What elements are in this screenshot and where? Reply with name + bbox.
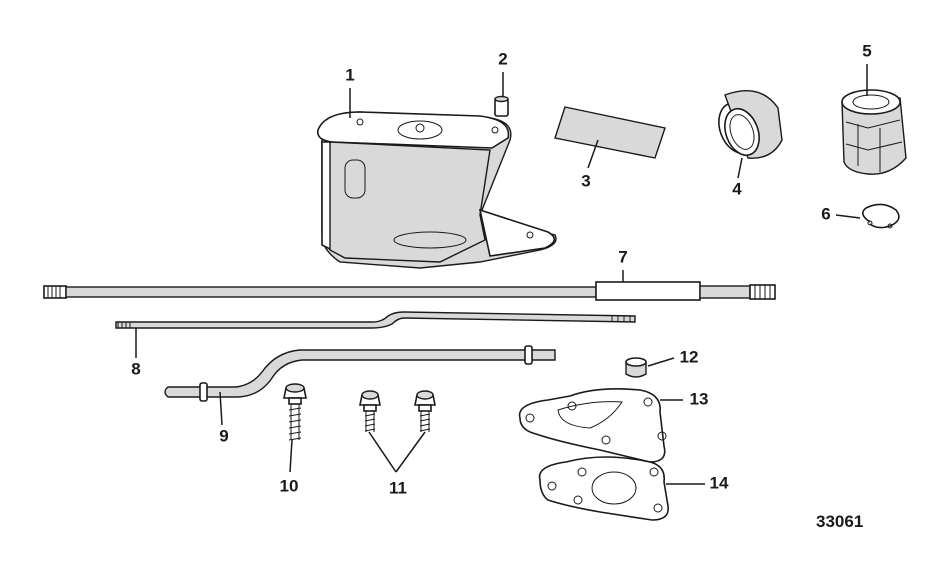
part-1-housing [316, 111, 557, 269]
part-3-pad [554, 106, 666, 159]
callout-2: 2 [498, 49, 507, 68]
leader-6 [835, 214, 861, 219]
callout-3: 3 [581, 171, 590, 190]
callout-4: 4 [732, 179, 742, 198]
callout-11: 11 [389, 478, 407, 497]
callout-10: 10 [280, 476, 299, 495]
part-12-grommet [625, 357, 647, 378]
callout-12: 12 [680, 347, 699, 366]
leader-11a [368, 431, 397, 473]
part-11-screws [359, 390, 436, 432]
part-2-dowel-pin [494, 95, 509, 117]
callout-1: 1 [345, 65, 354, 84]
part-8-shift-rod [115, 311, 636, 329]
callout-5: 5 [862, 41, 871, 60]
leader-4 [737, 157, 743, 179]
part-9-shift-rod-lower [164, 345, 556, 402]
part-7-drive-shaft [43, 281, 776, 301]
leader-11b [395, 431, 426, 473]
callout-6: 6 [821, 204, 830, 223]
leader-12 [647, 357, 675, 367]
part-13-gasket [518, 388, 667, 463]
part-10-screw [283, 383, 307, 441]
part-6-retaining-ring [862, 203, 900, 229]
leader-3 [587, 139, 599, 169]
callout-labels: 1 2 3 4 5 6 7 8 9 10 11 12 13 14 [131, 41, 871, 497]
part-4-bushing [718, 89, 783, 159]
leader-9 [219, 391, 223, 426]
callout-8: 8 [131, 359, 140, 378]
figure-number: 33061 [816, 512, 863, 531]
part-14-gasket [538, 456, 669, 521]
callout-13: 13 [690, 389, 709, 408]
part-5-coupler [841, 89, 907, 175]
callout-9: 9 [219, 426, 228, 445]
callout-14: 14 [710, 473, 729, 492]
callout-7: 7 [618, 247, 627, 266]
leader-lines [135, 64, 868, 485]
leader-10 [289, 439, 293, 473]
